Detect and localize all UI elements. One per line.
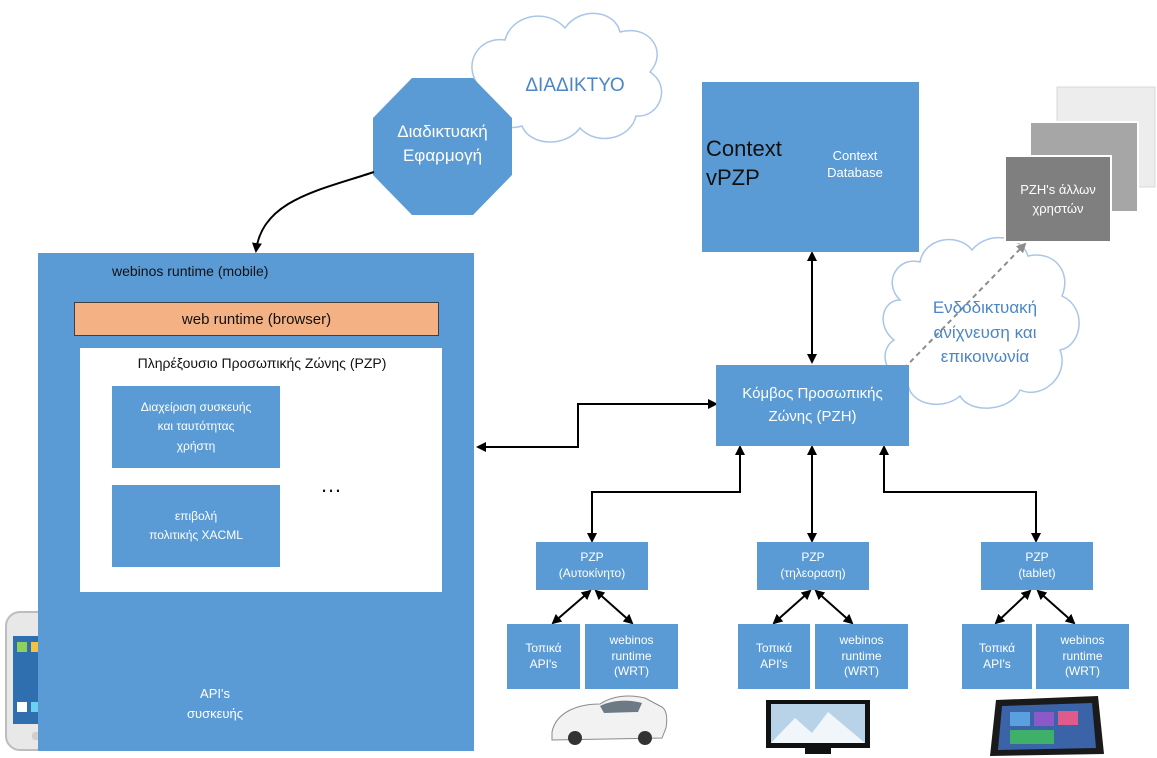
pzp-tablet-local-apis: Τοπικά API's [962,624,1032,689]
tablet-image [990,696,1104,756]
pzp-tablet-wrt: webinos runtime (WRT) [1036,624,1129,689]
car-image [551,695,668,745]
xacml-enforcement-box: επιβολή πολιτικής XACML [112,485,280,567]
device-management-box: Διαχείριση συσκευής και ταυτότητας χρήστ… [112,386,280,468]
pzp-car-local-apis: Τοπικά API's [507,624,580,689]
tv-image [766,700,870,754]
internet-cloud-label: ΔΙΑΔΙΚΤΥΟ [525,75,625,96]
web-app-label: Διαδικτυακή Εφαρμογή [397,122,488,165]
pzp-tv-local-apis: Τοπικά API's [738,624,810,689]
other-users-pzh-box: PZH's άλλων χρηστών [1004,155,1112,243]
pzp-car-wrt: webinos runtime (WRT) [585,624,678,689]
context-database-label: Context Database [827,148,883,180]
pzp-panel-title: Πληρέξουσιο Προσωπικής Ζώνης (PZP) [137,355,387,371]
more-components-ellipsis: … [320,472,342,497]
context-vpzp-box [702,82,919,252]
web-runtime-browser-bar: web runtime (browser) [74,302,439,336]
context-vpzp-label: Context vPZP [706,136,782,190]
pzp-tv-box: PZP (τηλεοραση) [757,542,869,590]
pzp-car-box: PZP (Αυτοκίνητο) [536,542,648,590]
pzh-box: Κόμβος Προσωπικής Ζώνης (PZH) [716,365,909,446]
mobile-runtime-title: webinos runtime (mobile) [112,263,269,279]
pzp-tablet-box: PZP (tablet) [981,542,1093,590]
pzp-tv-wrt: webinos runtime (WRT) [815,624,908,689]
intranet-cloud-label: Ενδοδικτυακή ανίχνευση και επικοινωνία [932,298,1038,367]
device-apis-label: API's συσκευής [186,686,244,721]
